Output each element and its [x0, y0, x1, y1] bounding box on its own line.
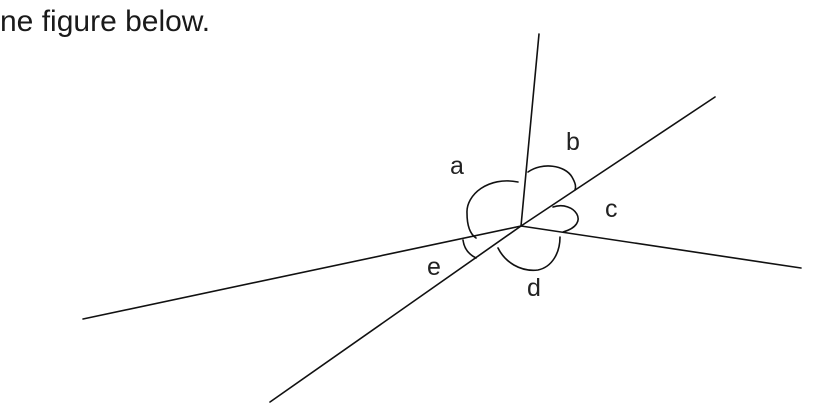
figure-caption: ne figure below.: [0, 5, 211, 38]
angle-a-arc: [466, 180, 519, 239]
angle-label-e: e: [427, 253, 441, 281]
angle-d-arc: [497, 236, 561, 272]
angle-label-c: c: [605, 195, 618, 223]
angle-label-b: b: [566, 128, 580, 156]
ray-lower-left: [269, 225, 522, 403]
angle-c-arc: [552, 204, 579, 233]
ray-up: [520, 33, 540, 227]
angle-label-d: d: [527, 274, 541, 302]
angle-e-arc: [462, 239, 477, 259]
ray-left: [82, 225, 522, 320]
angle-label-a: a: [450, 152, 464, 180]
angle-b-arc: [527, 165, 577, 191]
ray-upper-right: [520, 96, 716, 227]
ray-right: [520, 225, 802, 269]
